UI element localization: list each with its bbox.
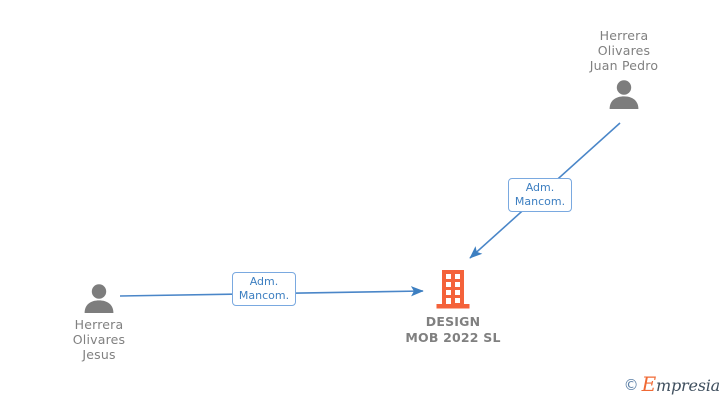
company-name-label: DESIGN MOB 2022 SL	[405, 314, 501, 345]
relationship-label-left[interactable]: Adm. Mancom.	[232, 272, 296, 306]
person-name-label: Herrera Olivares Juan Pedro	[589, 28, 659, 73]
relationship-label-top-right[interactable]: Adm. Mancom.	[508, 178, 572, 212]
empresia-logo: Empresia	[642, 374, 721, 395]
person-icon	[566, 79, 682, 109]
empresia-logo-rest: mpresia	[656, 376, 720, 395]
node-person-top-right[interactable]: Herrera Olivares Juan Pedro	[566, 28, 682, 109]
person-name-label: Herrera Olivares Jesus	[72, 317, 126, 362]
copyright-icon: ©	[623, 375, 639, 394]
node-company[interactable]: DESIGN MOB 2022 SL	[388, 268, 518, 346]
empresia-logo-initial: E	[641, 372, 657, 396]
watermark: © Empresia	[623, 374, 721, 395]
building-icon	[388, 268, 518, 310]
node-person-left[interactable]: Herrera Olivares Jesus	[44, 283, 154, 362]
person-icon	[44, 283, 154, 313]
